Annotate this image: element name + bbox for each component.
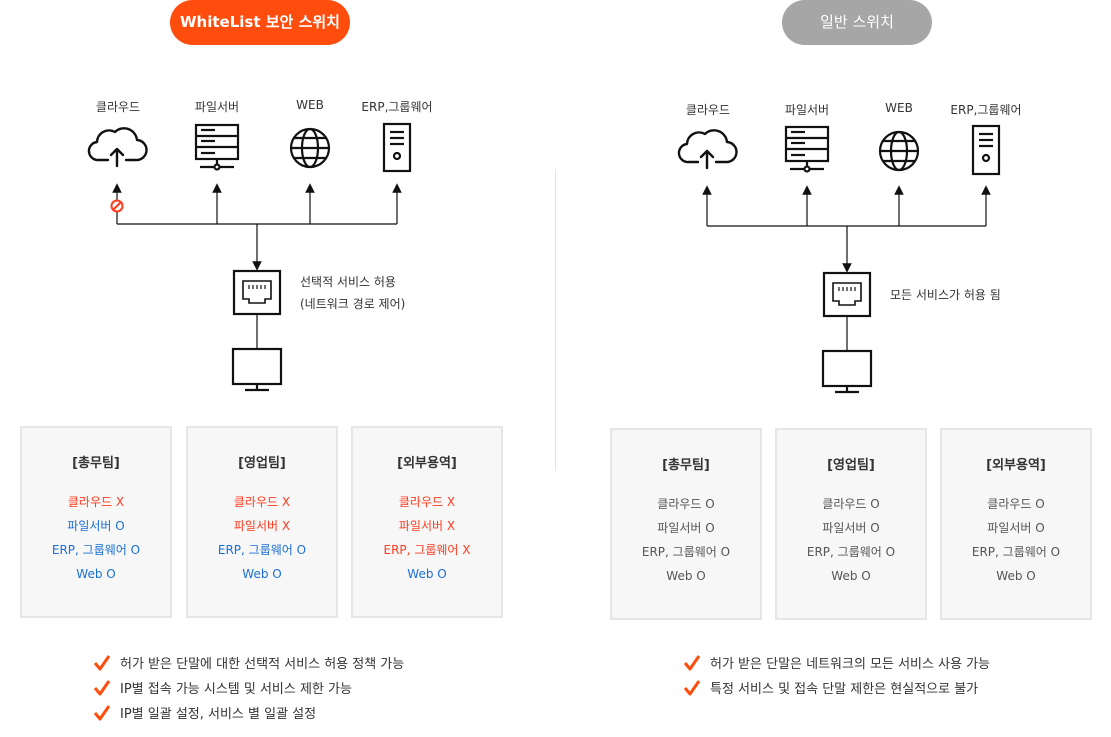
team-permission: 클라우드 X [67, 495, 125, 509]
normal-network-diagram [677, 124, 1001, 394]
tower-server-icon [382, 122, 412, 173]
team-name: [총무팀] [72, 456, 120, 471]
whitelist-switch-panel: WhiteList 보안 스위치 클라우드 파일서버 WEB ERP,그룹웨어 [0, 0, 555, 737]
team-name: [총무팀] [662, 458, 710, 473]
check-icon [93, 655, 111, 671]
feature-bullet-text: 허가 받은 단말은 네트워크의 모든 서비스 사용 가능 [710, 657, 991, 672]
globe-icon [289, 127, 331, 169]
team-permission: ERP, 그룹웨어 O [51, 543, 141, 557]
team-name: [외부용역] [986, 458, 1046, 473]
team-permission: 파일서버 O [987, 521, 1045, 535]
device-label-web: WEB [885, 101, 913, 115]
feature-bullet-text: IP별 일괄 설정, 서비스 별 일괄 설정 [120, 707, 317, 722]
feature-bullets: 허가 받은 단말은 네트워크의 모든 서비스 사용 가능 특정 서비스 및 접속… [683, 652, 990, 702]
panel-divider [555, 170, 556, 470]
team-card-external: [외부용역] 클라우드 O 파일서버 O ERP, 그룹웨어 O Web O [940, 428, 1092, 620]
team-permission: ERP, 그룹웨어 O [217, 543, 307, 557]
monitor-icon [231, 347, 283, 392]
team-permission: 클라우드 X [398, 495, 456, 509]
team-permission: 파일서버 O [822, 521, 880, 535]
device-label-cloud: 클라우드 [95, 100, 141, 114]
team-card-general-affairs: [총무팀] 클라우드 X 파일서버 O ERP, 그룹웨어 O Web O [20, 426, 172, 618]
team-name: [영업팀] [827, 458, 875, 473]
device-label-cloud: 클라우드 [685, 103, 731, 117]
team-permission: 파일서버 O [67, 519, 125, 533]
whitelist-switch-title: WhiteList 보안 스위치 [170, 0, 350, 45]
device-label-file-server: 파일서버 [784, 103, 830, 117]
monitor-icon [821, 349, 873, 394]
feature-bullet: IP별 접속 가능 시스템 및 서비스 제한 가능 [93, 677, 404, 702]
team-permission: 파일서버 O [657, 521, 715, 535]
team-permission: 파일서버 X [233, 519, 291, 533]
team-card-sales: [영업팀] 클라우드 X 파일서버 X ERP, 그룹웨어 O Web O [186, 426, 338, 618]
switch-note-line: 선택적 서비스 허용 [300, 275, 396, 289]
cloud-upload-icon [87, 127, 148, 168]
check-icon [93, 680, 111, 696]
team-card-sales: [영업팀] 클라우드 O 파일서버 O ERP, 그룹웨어 O Web O [775, 428, 927, 620]
team-permission: 클라우드 O [822, 497, 880, 511]
cloud-upload-icon [677, 129, 738, 170]
normal-switch-title: 일반 스위치 [782, 0, 932, 45]
globe-icon [878, 130, 920, 172]
check-icon [683, 655, 701, 671]
team-permission: Web O [76, 567, 116, 581]
tower-server-icon [971, 124, 1001, 176]
team-permission: Web O [996, 569, 1036, 583]
whitelist-network-diagram [87, 122, 412, 392]
file-server-icon [784, 125, 830, 173]
team-permission: ERP, 그룹웨어 O [971, 545, 1061, 559]
switch-note: 선택적 서비스 허용 (네트워크 경로 제어) [300, 271, 405, 315]
team-permission: Web O [407, 567, 447, 581]
switch-note-line: 모든 서비스가 허용 됨 [890, 288, 1001, 302]
team-permission: Web O [831, 569, 871, 583]
team-permission: 클라우드 X [233, 495, 291, 509]
feature-bullet: 특정 서비스 및 접속 단말 제한은 현실적으로 불가 [683, 677, 990, 702]
file-server-icon [194, 123, 240, 171]
team-card-external: [외부용역] 클라우드 X 파일서버 X ERP, 그룹웨어 X Web O [351, 426, 503, 618]
connection-lines [112, 183, 402, 348]
team-card-general-affairs: [총무팀] 클라우드 O 파일서버 O ERP, 그룹웨어 O Web O [610, 428, 762, 620]
team-permission: ERP, 그룹웨어 O [641, 545, 731, 559]
device-label-web: WEB [296, 98, 324, 112]
device-label-file-server: 파일서버 [194, 100, 240, 114]
device-label-erp: ERP,그룹웨어 [361, 100, 433, 114]
team-permission: 파일서버 X [398, 519, 456, 533]
device-label-erp: ERP,그룹웨어 [950, 103, 1022, 117]
feature-bullet-text: IP별 접속 가능 시스템 및 서비스 제한 가능 [120, 682, 352, 697]
team-permission: 클라우드 O [987, 497, 1045, 511]
team-permission: ERP, 그룹웨어 X [383, 543, 471, 557]
check-icon [93, 705, 111, 721]
team-permission: 클라우드 O [657, 497, 715, 511]
network-switch-icon [822, 271, 872, 318]
feature-bullet: 허가 받은 단말은 네트워크의 모든 서비스 사용 가능 [683, 652, 990, 677]
network-switch-icon [232, 269, 282, 316]
team-permission: ERP, 그룹웨어 O [806, 545, 896, 559]
connection-lines [702, 185, 991, 350]
normal-switch-panel: 일반 스위치 클라우드 파일서버 WEB ERP,그룹웨어 [556, 0, 1111, 737]
team-name: [영업팀] [238, 456, 286, 471]
feature-bullet: IP별 일괄 설정, 서비스 별 일괄 설정 [93, 702, 404, 727]
feature-bullet: 허가 받은 단말에 대한 선택적 서비스 허용 정책 가능 [93, 652, 404, 677]
switch-note: 모든 서비스가 허용 됨 [890, 284, 1001, 306]
team-name: [외부용역] [397, 456, 457, 471]
switch-note-line: (네트워크 경로 제어) [300, 297, 406, 311]
team-permission: Web O [242, 567, 282, 581]
team-permission: Web O [666, 569, 706, 583]
feature-bullet-text: 허가 받은 단말에 대한 선택적 서비스 허용 정책 가능 [120, 657, 405, 672]
blocked-icon [110, 199, 124, 213]
check-icon [683, 680, 701, 696]
feature-bullets: 허가 받은 단말에 대한 선택적 서비스 허용 정책 가능 IP별 접속 가능 … [93, 652, 404, 727]
feature-bullet-text: 특정 서비스 및 접속 단말 제한은 현실적으로 불가 [710, 682, 979, 697]
